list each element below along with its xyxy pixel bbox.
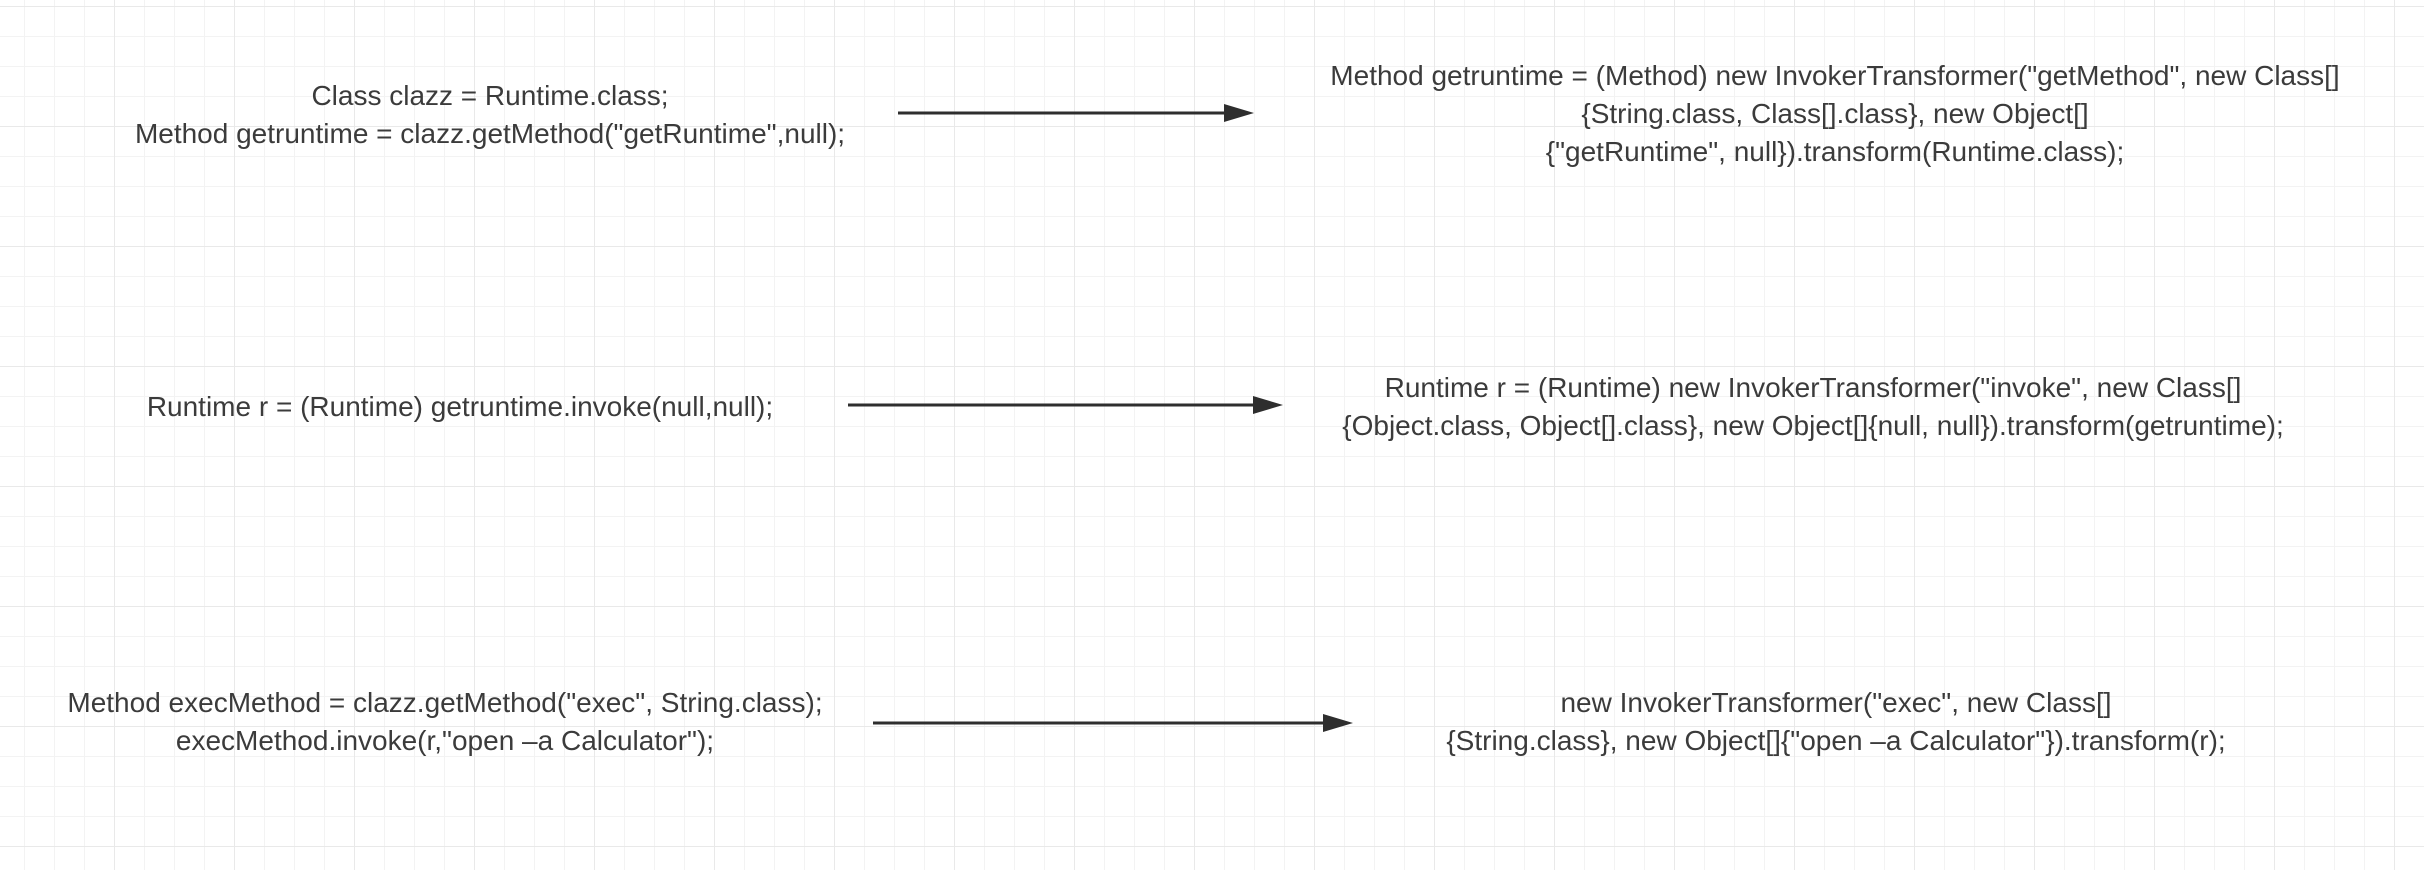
code-line: Method execMethod = clazz.getMethod("exe… — [67, 687, 823, 718]
reflection-code-block: Method execMethod = clazz.getMethod("exe… — [0, 684, 900, 760]
code-line: {String.class, Class[].class}, new Objec… — [1581, 98, 2089, 129]
code-line: Class clazz = Runtime.class; — [311, 80, 669, 111]
arrow-right-icon — [848, 396, 1283, 414]
code-line: Method getruntime = clazz.getMethod("get… — [134, 118, 846, 149]
code-line: {"getRuntime", null}).transform(Runtime.… — [1545, 136, 2125, 167]
code-line: {String.class}, new Object[]{"open –a Ca… — [1446, 725, 2226, 756]
code-line: Runtime r = (Runtime) new InvokerTransfo… — [1384, 372, 2242, 403]
invoker-transformer-code-block: Runtime r = (Runtime) new InvokerTransfo… — [1213, 369, 2413, 445]
reflection-code-block: Class clazz = Runtime.class; Method getr… — [40, 77, 940, 153]
code-line: Method getruntime = (Method) new Invoker… — [1330, 60, 2340, 91]
invoker-transformer-code-block: Method getruntime = (Method) new Invoker… — [1235, 57, 2424, 171]
arrow-right-icon — [898, 104, 1254, 122]
code-line: execMethod.invoke(r,"open –a Calculator"… — [175, 725, 715, 756]
code-line: new InvokerTransformer("exec", new Class… — [1560, 687, 2112, 718]
arrow-right-icon — [873, 714, 1353, 732]
reflection-code-block: Runtime r = (Runtime) getruntime.invoke(… — [10, 388, 910, 426]
invoker-transformer-code-block: new InvokerTransformer("exec", new Class… — [1336, 684, 2336, 760]
code-line: Runtime r = (Runtime) getruntime.invoke(… — [146, 391, 774, 422]
code-line: {Object.class, Object[].class}, new Obje… — [1342, 410, 2284, 441]
